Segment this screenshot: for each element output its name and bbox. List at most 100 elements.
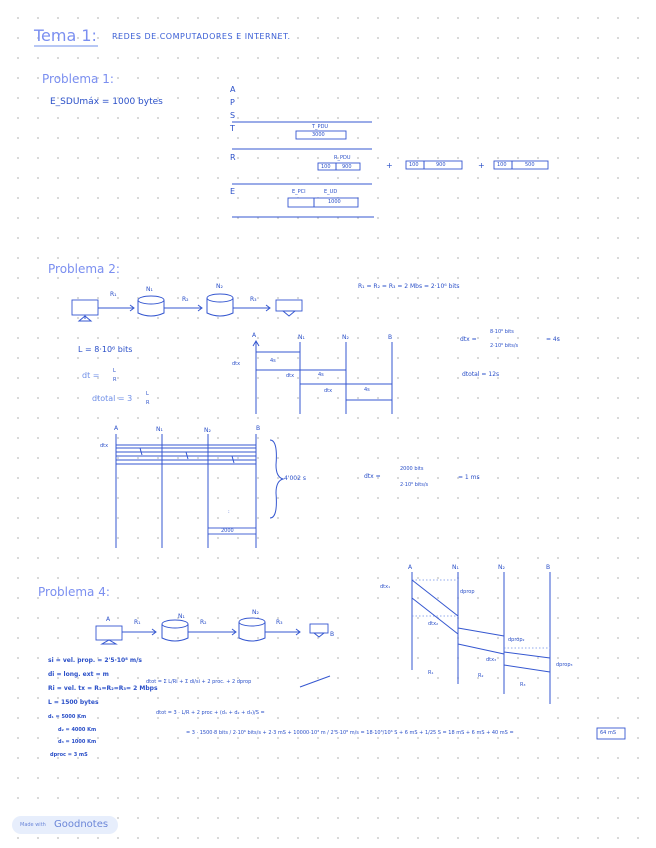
td4-r2: R₂ [478, 673, 484, 679]
td2-a: A [114, 425, 119, 432]
td1-n1: N₁ [298, 334, 305, 341]
p4-line-2: Ri = vel. tx = R₁=R₂=R₃= 2 Mbps [48, 685, 158, 692]
td4-dprop3: dprop₃ [556, 662, 573, 668]
td1-a: A [252, 332, 257, 339]
td2-last: 2000 [221, 528, 234, 534]
p2-n2: N₂ [216, 283, 223, 290]
t-pdu-label: T_PDU [312, 124, 329, 130]
p4-line-1: di = long. ext = m [48, 671, 109, 678]
p4-line-0: si = vel. prop. = 2'5·10⁸ m/s [48, 657, 142, 664]
frag-3a: 100 [497, 162, 507, 168]
plus-1: + [386, 161, 393, 170]
frag-2a: 100 [409, 162, 419, 168]
p4-topology [95, 617, 329, 645]
p4-r1: R₁ [134, 619, 141, 626]
result-box [596, 727, 626, 740]
e-pci: E_PCI [292, 189, 306, 195]
p2-dtx3-num: 2000 bits [400, 466, 424, 472]
td1-b: B [388, 334, 393, 341]
p2-frac-l: L [113, 368, 116, 374]
p2-dtx-den: 2·10⁶ bits/s [490, 343, 519, 349]
td4-dprop2: dprop₂ [508, 637, 525, 643]
td4-r3: R₃ [520, 682, 526, 688]
p4-line-5: d₂ = 4000 Km [58, 727, 97, 733]
td1-dtx: dtx [232, 361, 241, 367]
td1-dtx3: dtx [324, 388, 333, 394]
goodnotes-brand: Goodnotes [54, 819, 109, 830]
p2-dtx-num: 8·10⁶ bits [490, 329, 514, 335]
problem-4-title: Problema 4: [38, 585, 110, 599]
p2-r3: R₃ [250, 296, 257, 303]
frag-2b: 900 [436, 162, 446, 168]
td2-dtx: dtx [100, 443, 109, 449]
p4-formula-2: dtot = 3 · L/R + 2 proc + (d₁ + d₂ + d₃)… [156, 710, 265, 716]
td4-n1: N₁ [452, 564, 459, 571]
td1-dtx2: dtx [286, 373, 295, 379]
p2-dtx3-eq: dtx = [364, 473, 381, 480]
problem-2-title: Problema 2: [48, 262, 120, 276]
page-subtitle: REDES DE COMPUTADORES E INTERNET. [112, 32, 291, 41]
strike-dprop [299, 675, 331, 688]
td4-dtx3: dtx₃ [486, 657, 497, 663]
page-title: Tema 1: [34, 26, 97, 45]
p2-timing-1 [252, 340, 393, 414]
t-pdu-value: 3000 [312, 132, 325, 138]
td2-b: B [256, 425, 261, 432]
layer-r: R [230, 153, 236, 162]
e-ud: E_UD [324, 189, 338, 195]
p2-topology [71, 293, 303, 322]
td4-b: B [546, 564, 551, 571]
p4-line-4: d₁ = 5000 Km [48, 714, 87, 720]
r-pdu-label: R_PDU [334, 155, 351, 161]
p4-line-7: dproc = 3 mS [50, 752, 88, 758]
td4-r1: R₁ [428, 670, 434, 676]
p4-formula-1: dtot = Σ L/Ri + Σ di/si + 2 proc. + 2 dp… [146, 679, 252, 685]
p2-dtotal: dtotal = 3 [92, 394, 133, 403]
plus-2: + [478, 161, 485, 170]
p2-timing-2 [115, 434, 285, 548]
p2-dtx-res: = 4s [546, 336, 560, 343]
p2-frac-r: R [113, 377, 117, 383]
p4-r2: R₂ [200, 619, 207, 626]
td2-n2: N₂ [204, 427, 211, 434]
p2-dtx3-res: = 1 ms [458, 474, 480, 481]
p4-n2: N₂ [252, 609, 259, 616]
p2-rates: R₁ = R₂ = R₃ = 2 Mbs = 2·10⁶ bits [358, 283, 460, 290]
frag-3b: 500 [525, 162, 535, 168]
td4-dtx1: dtx₁ [380, 584, 391, 590]
p2-dtx-eq: dtx = [460, 336, 477, 343]
p4-line-3: L = 1500 bytes [48, 699, 99, 706]
p4-formula-3: = 3 · 1500·8 bits / 2·10⁶ bits/s + 2·3 m… [186, 730, 514, 736]
layer-a: A [230, 85, 236, 94]
goodnotes-badge[interactable]: Made with Goodnotes [12, 816, 118, 834]
td1-n2: N₂ [342, 334, 349, 341]
td4-dtx2: dtx₂ [428, 621, 439, 627]
td2-dots: : [228, 509, 230, 515]
td1-seg2: 4s [318, 372, 324, 378]
p2-dt: dt = [82, 371, 100, 380]
td1-seg1: 4s [270, 358, 276, 364]
e-val: 1000 [328, 199, 341, 205]
p2-frac-r2: R [146, 400, 150, 406]
p4-line-6: d₃ = 1000 Km [58, 739, 97, 745]
td2-n1: N₁ [156, 426, 163, 433]
td4-dprop: dprop [460, 589, 475, 595]
layer-p: P [230, 98, 235, 107]
layer-e: E [230, 187, 236, 196]
p4-r3: R₃ [276, 619, 283, 626]
p2-L: L = 8·10⁶ bits [78, 345, 133, 354]
td4-n2: N₂ [498, 564, 505, 571]
layer-s: S [230, 111, 236, 120]
layer-stack [232, 121, 549, 218]
p2-n1: N₁ [146, 286, 153, 293]
r-a: 100 [321, 164, 331, 170]
p2-dtx3-den: 2·10⁶ bits/s [400, 482, 429, 488]
made-with-label: Made with [20, 822, 46, 828]
td4-a: A [408, 564, 413, 571]
p4-a: A [106, 616, 111, 623]
p2-r1: R₁ [110, 291, 117, 298]
layer-t: T [230, 124, 235, 133]
p2-frac-l2: L [146, 391, 149, 397]
